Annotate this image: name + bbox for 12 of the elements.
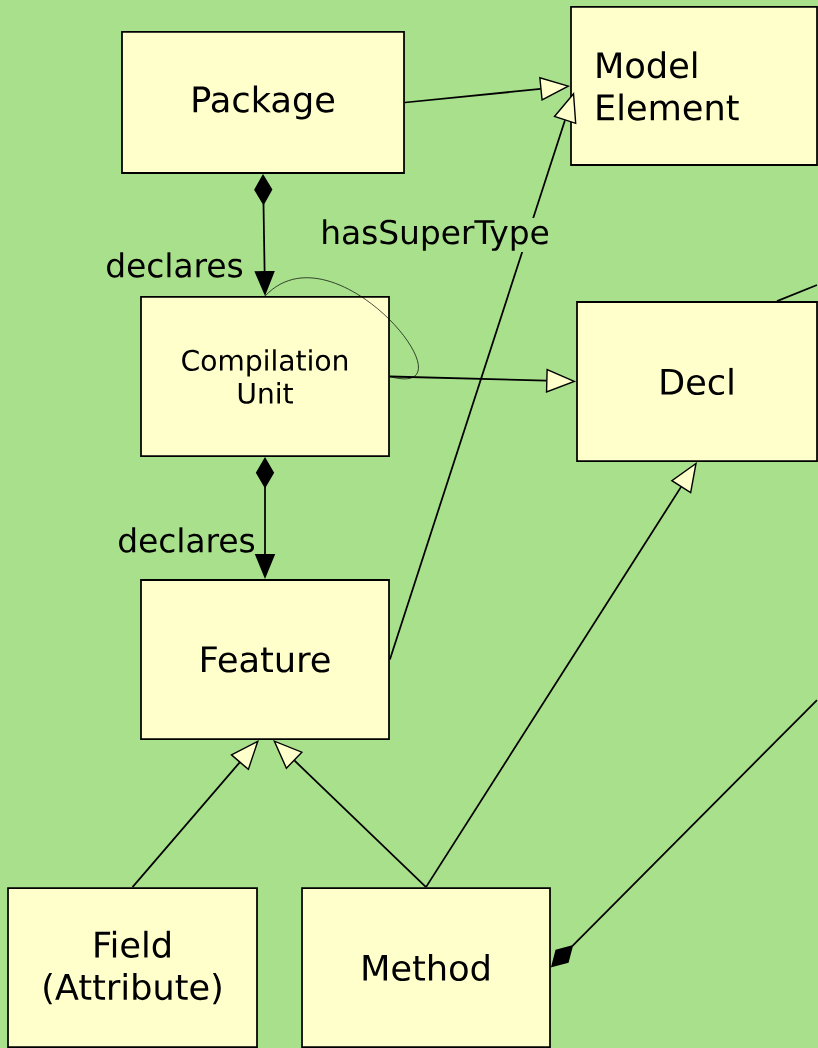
class-box: Package [121, 31, 405, 174]
association-line [776, 284, 818, 302]
class-box: Method [301, 887, 551, 1048]
edge-label: declares [116, 526, 257, 554]
class-box: Field (Attribute) [7, 887, 258, 1048]
class-box: Model Element [570, 6, 818, 166]
class-box: Feature [140, 579, 390, 740]
association-line [264, 277, 419, 380]
edge-label: hasSuperType [319, 217, 551, 253]
class-box: Compilation Unit [140, 296, 390, 457]
class-box: Decl [576, 301, 818, 462]
edge-label: declares [104, 251, 245, 279]
